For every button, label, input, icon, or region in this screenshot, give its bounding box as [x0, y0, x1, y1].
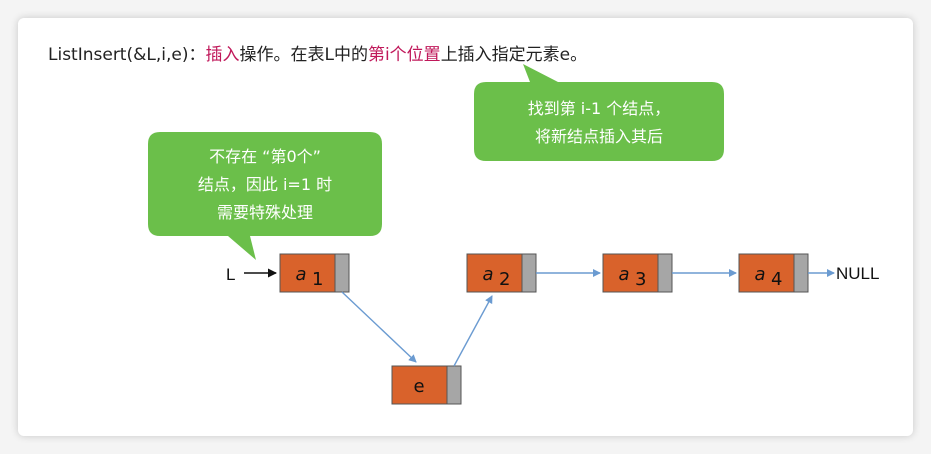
node-a2-sub: 2	[499, 269, 510, 290]
linked-list-diagram: 不存在 “第0个” 结点，因此 i=1 时 需要特殊处理 找到第 i-1 个结点…	[148, 64, 879, 405]
bubble-left-line-3: 需要特殊处理	[217, 203, 313, 222]
bubble-special-case: 不存在 “第0个” 结点，因此 i=1 时 需要特殊处理	[148, 132, 382, 260]
arrow-e-to-a2	[453, 295, 493, 367]
node-a3: a 3	[602, 253, 673, 293]
node-e: e	[391, 365, 462, 405]
head-pointer-label: L	[226, 265, 235, 284]
node-a3-label: a	[618, 264, 629, 285]
node-a3-sub: 3	[635, 269, 646, 290]
title-suffix: 上插入指定元素e。	[440, 45, 588, 65]
arrow-a1-to-e	[341, 291, 417, 363]
node-a1-sub: 1	[312, 269, 323, 290]
null-label: NULL	[836, 264, 879, 283]
title-op: 插入	[205, 45, 240, 65]
node-e-label: e	[413, 376, 424, 397]
title-prefix: ListInsert(&L,i,e)：	[48, 45, 206, 65]
node-a1: a 1	[279, 253, 350, 293]
node-a4-label: a	[754, 264, 765, 285]
node-a4-sub: 4	[771, 269, 782, 290]
title-pos: 第i个位置	[367, 45, 441, 65]
node-a2: a 2	[466, 253, 537, 293]
bubble-left-line-1: 不存在 “第0个”	[209, 147, 321, 166]
node-a1-label: a	[295, 264, 306, 285]
bubble-right-line-1: 找到第 i-1 个结点，	[528, 99, 671, 118]
bubble-insert-after: 找到第 i-1 个结点， 将新结点插入其后	[474, 64, 724, 161]
node-a2-label: a	[482, 264, 493, 285]
title-mid: 操作。在表L中的	[239, 45, 368, 65]
page-title: ListInsert(&L,i,e)：插入操作。在表L中的第i个位置上插入指定元…	[48, 40, 587, 65]
bubble-right-line-2: 将新结点插入其后	[535, 127, 663, 146]
bubble-left-line-2: 结点，因此 i=1 时	[198, 175, 332, 194]
slide: ListInsert(&L,i,e)：插入操作。在表L中的第i个位置上插入指定元…	[18, 18, 913, 436]
node-a4: a 4	[738, 253, 809, 293]
